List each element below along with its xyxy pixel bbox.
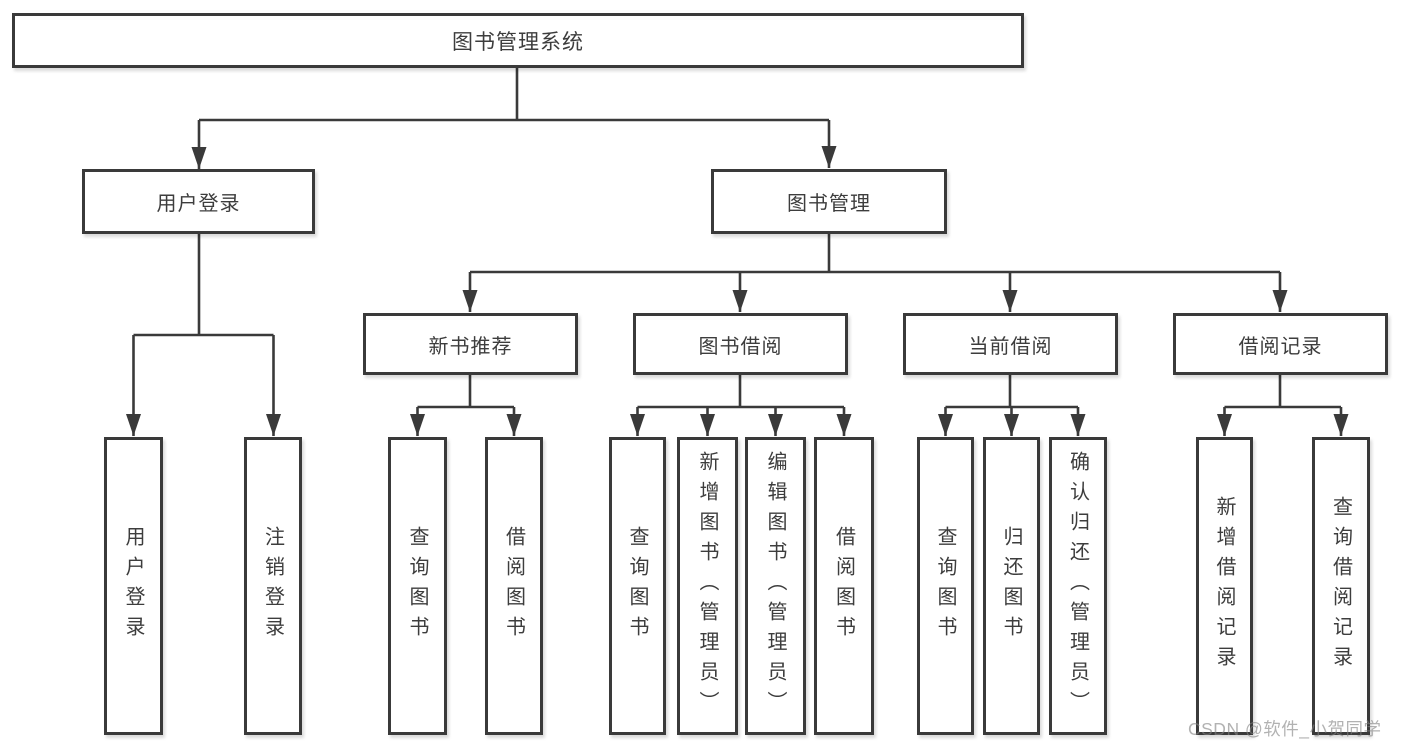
node-label: 归还图书 — [1000, 526, 1022, 646]
node-label: 确认归还（管理员） — [1066, 451, 1089, 721]
node-borrow-query-books: 查询图书 — [609, 437, 666, 735]
watermark-text: CSDN @软件_小贺同学 — [1188, 719, 1382, 739]
node-rec-query-books: 查询图书 — [388, 437, 447, 735]
node-label: 新书推荐 — [428, 335, 513, 358]
node-label: 借阅图书 — [832, 526, 855, 646]
node-cur-query-books: 查询图书 — [917, 437, 974, 735]
node-label: 查询图书 — [934, 526, 956, 646]
node-confirm-return-admin: 确认归还（管理员） — [1049, 437, 1107, 735]
node-label: 新增借阅记录 — [1213, 496, 1235, 676]
node-add-borrow-record: 新增借阅记录 — [1196, 437, 1253, 735]
node-rec-borrow-books: 借阅图书 — [485, 437, 543, 735]
node-library-system: 图书管理系统 — [12, 13, 1024, 68]
node-label: 借阅图书 — [502, 526, 525, 646]
node-label: 查询借阅记录 — [1329, 496, 1352, 676]
node-label: 借阅记录 — [1238, 335, 1323, 358]
node-logout: 注销登录 — [244, 437, 302, 735]
node-return-books: 归还图书 — [983, 437, 1040, 735]
node-user-login: 用户登录 — [82, 169, 315, 234]
node-current-borrowing: 当前借阅 — [903, 313, 1118, 375]
node-query-borrow-record: 查询借阅记录 — [1312, 437, 1370, 735]
node-label: 当前借阅 — [968, 335, 1053, 358]
node-borrow-borrow-books: 借阅图书 — [814, 437, 874, 735]
node-edit-books-admin: 编辑图书（管理员） — [745, 437, 806, 735]
node-label: 用户登录 — [122, 526, 144, 646]
node-label: 图书借阅 — [698, 335, 783, 358]
node-add-books-admin: 新增图书（管理员） — [677, 437, 738, 735]
node-label: 图书管理系统 — [452, 30, 584, 54]
node-label: 新增图书（管理员） — [696, 451, 718, 721]
node-label: 注销登录 — [261, 526, 284, 646]
node-new-book-recommend: 新书推荐 — [363, 313, 578, 375]
node-book-management: 图书管理 — [711, 169, 947, 234]
node-borrowing-records: 借阅记录 — [1173, 313, 1388, 375]
node-label: 查询图书 — [626, 526, 648, 646]
node-label: 图书管理 — [787, 193, 871, 215]
node-book-borrowing: 图书借阅 — [633, 313, 848, 375]
node-label: 编辑图书（管理员） — [764, 451, 786, 721]
node-user-login-leaf: 用户登录 — [104, 437, 163, 735]
node-label: 用户登录 — [156, 193, 241, 215]
node-label: 查询图书 — [406, 526, 428, 646]
